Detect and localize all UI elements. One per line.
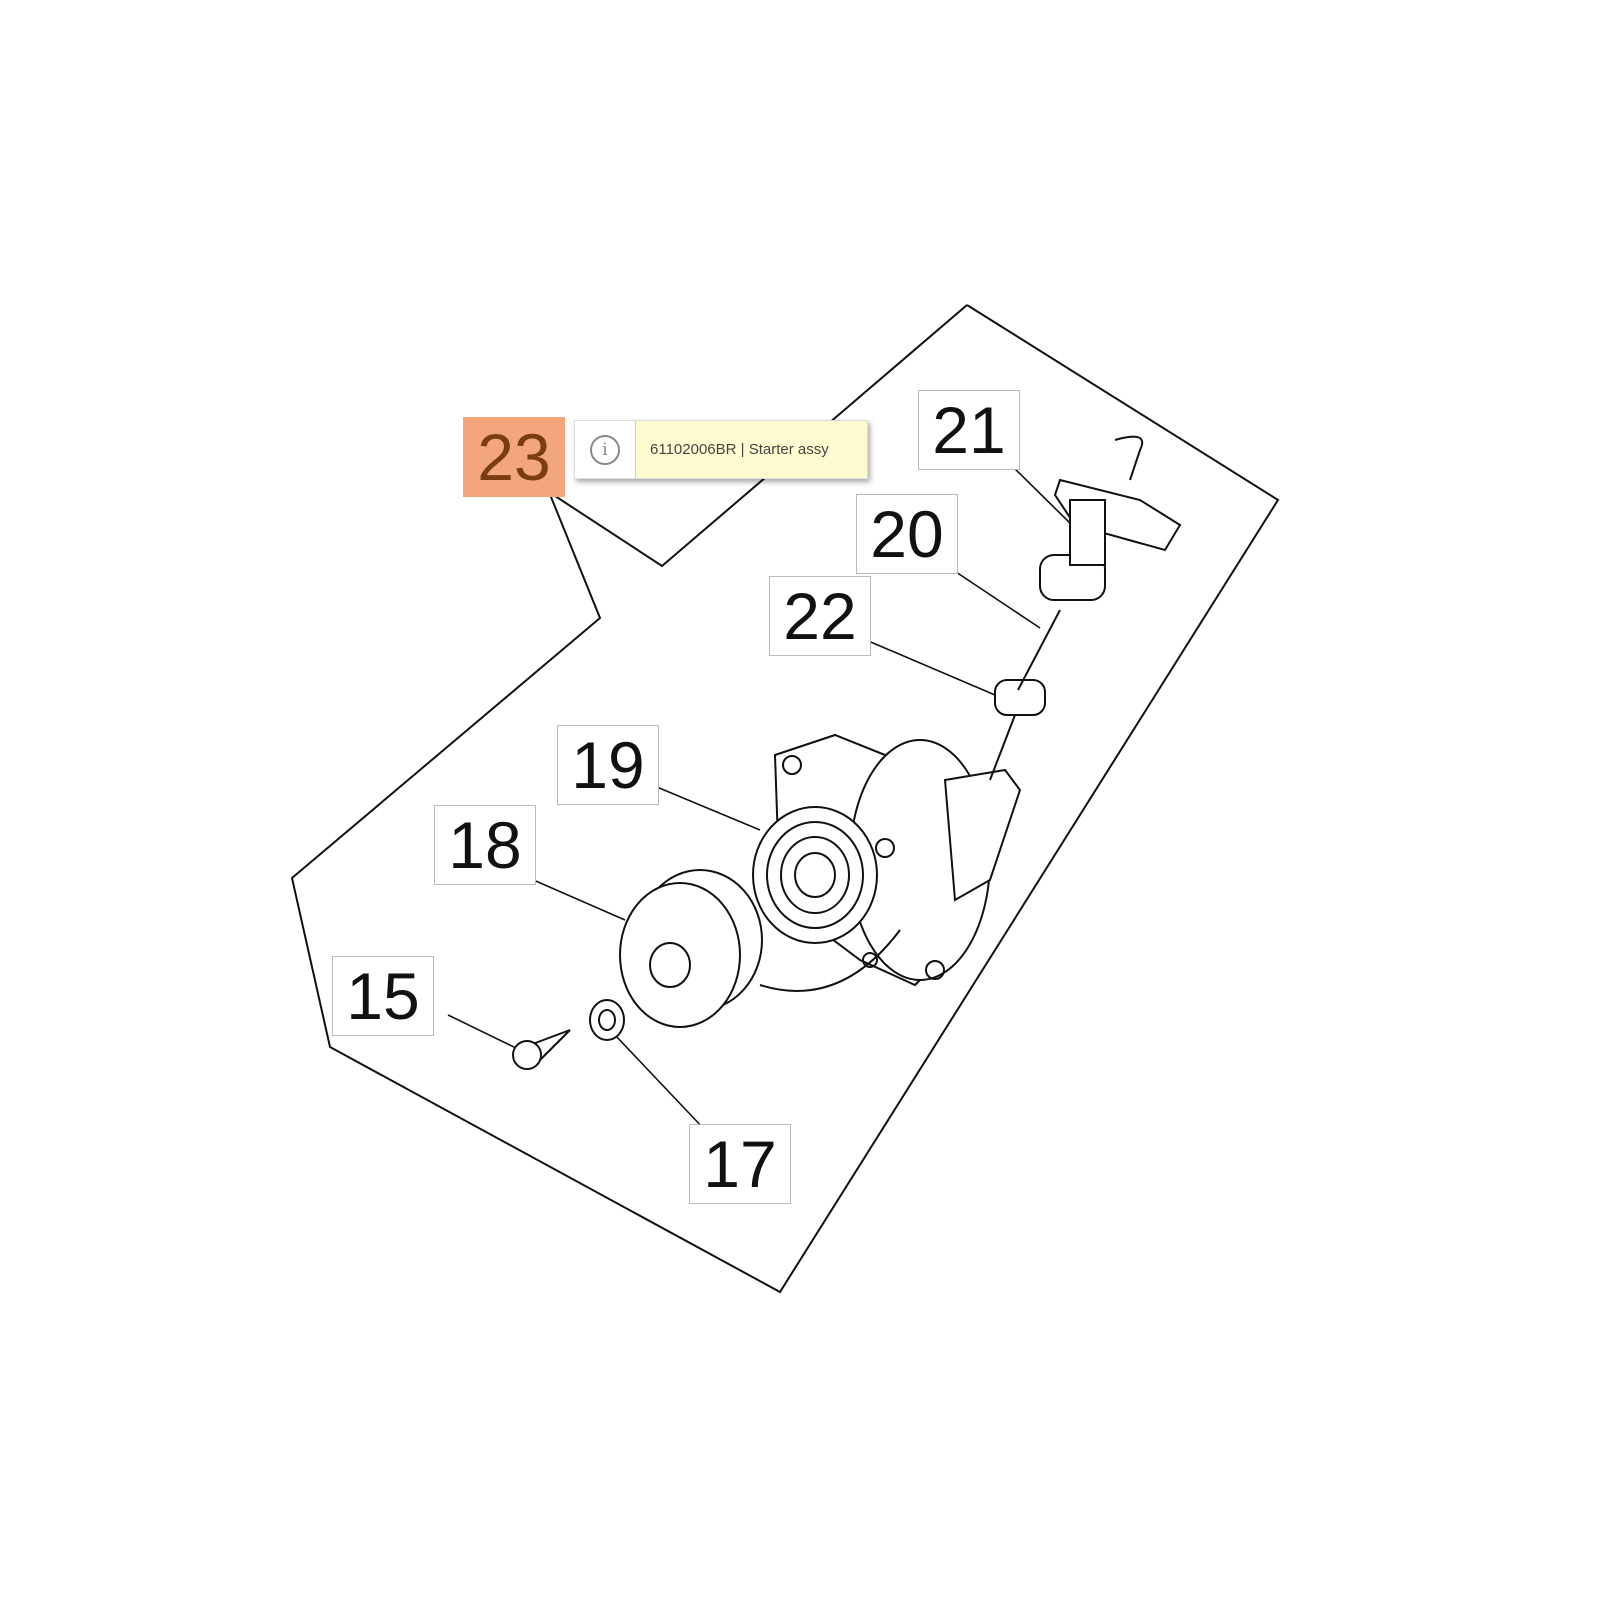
info-icon: i — [590, 434, 620, 465]
pulley-18 — [619, 869, 901, 1028]
rope-20 — [1017, 609, 1061, 691]
handle-21 — [1039, 435, 1182, 601]
grommet-22 — [989, 679, 1046, 781]
callout-15[interactable]: 15 — [332, 956, 434, 1036]
screw-15 — [512, 1029, 571, 1070]
callout-17[interactable]: 17 — [689, 1124, 791, 1204]
spring-pulley-19 — [752, 806, 878, 944]
washer-17 — [589, 999, 625, 1041]
tooltip-text: 61102006BR | Starter assy — [636, 421, 867, 478]
callout-20[interactable]: 20 — [856, 494, 958, 574]
callout-21[interactable]: 21 — [918, 390, 1020, 470]
callout-19[interactable]: 19 — [557, 725, 659, 805]
callout-23[interactable]: 23 — [463, 417, 565, 497]
part-tooltip: i 61102006BR | Starter assy — [574, 420, 868, 479]
callout-22[interactable]: 22 — [769, 576, 871, 656]
callout-18[interactable]: 18 — [434, 805, 536, 885]
assembly-outline — [290, 304, 1280, 1294]
tooltip-icon-area: i — [575, 421, 636, 478]
